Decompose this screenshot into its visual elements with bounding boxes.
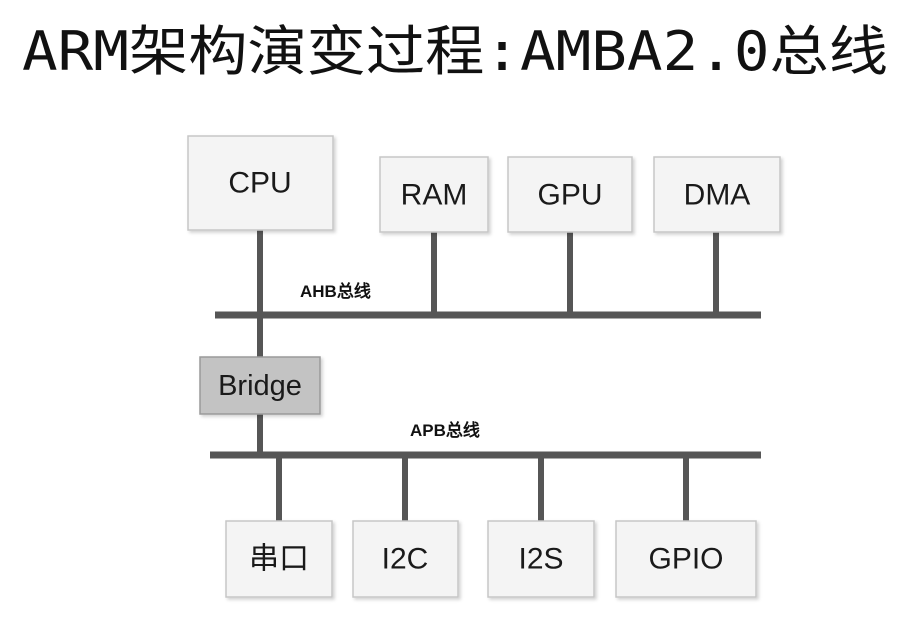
uart-block: 串口 [225,520,333,598]
dma-block: DMA [653,156,781,233]
gpu-label: GPU [537,179,602,212]
bridge-label: Bridge [218,370,302,402]
gpio-label: GPIO [648,543,723,576]
gpio-block: GPIO [615,520,757,598]
i2c-box [352,520,459,598]
ram-box [379,156,489,233]
i2s-box [487,520,595,598]
cpu-box [187,135,334,231]
page-title: ARM架构演变过程:AMBA2.0总线 [22,20,888,83]
ahb-bus-label: AHB总线 [300,281,371,301]
apb-bus-label: APB总线 [410,420,480,440]
i2c-block: I2C [352,520,459,598]
i2s-label: I2S [518,543,563,576]
uart-label: 串口 [249,543,309,576]
uart-box [225,520,333,598]
gpu-box [507,156,633,233]
i2s-block: I2S [487,520,595,598]
bridge-block: Bridge [199,356,321,415]
bridge-box [199,356,321,415]
ram-block: RAM [379,156,489,233]
gpio-box [615,520,757,598]
gpu-block: GPU [507,156,633,233]
i2c-label: I2C [382,543,429,576]
dma-label: DMA [684,179,751,212]
ram-label: RAM [401,179,468,212]
dma-box [653,156,781,233]
cpu-block: CPU [187,135,334,231]
cpu-label: CPU [228,167,291,200]
